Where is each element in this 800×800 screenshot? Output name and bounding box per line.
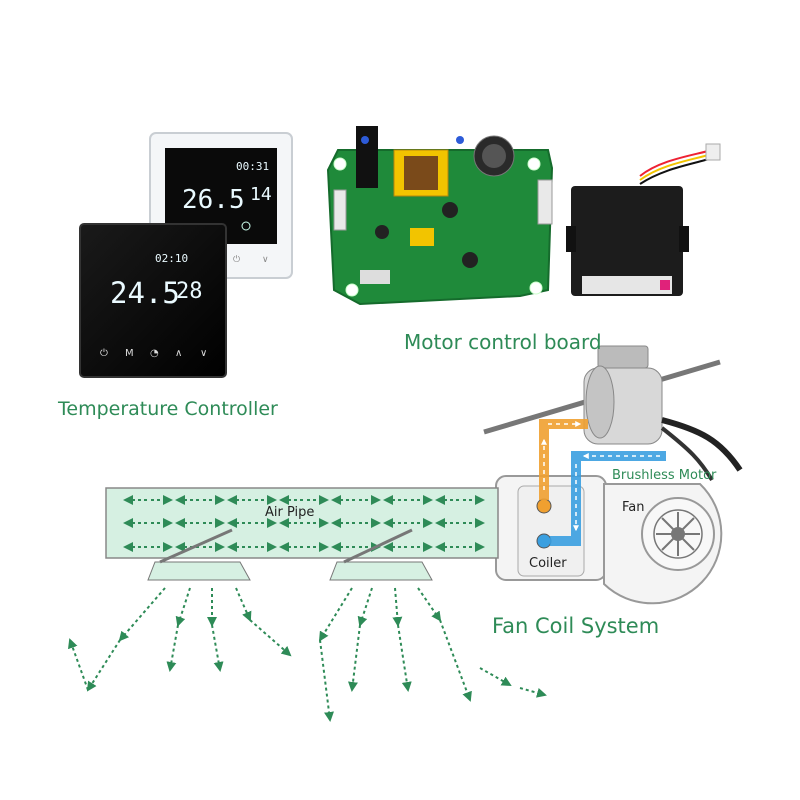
outlet-arrow — [357, 587, 373, 627]
motor-control-board-label: Motor control board — [404, 330, 602, 354]
outlet-arrow — [235, 587, 252, 622]
controller-box — [566, 143, 721, 296]
hot-water-pipe — [539, 419, 588, 500]
brushless-motor — [483, 345, 743, 482]
air-pipe-duct — [105, 487, 499, 581]
outlet-arrow — [348, 624, 361, 692]
duct-airflow-arrows — [123, 495, 485, 552]
brushless-motor-label: Brushless Motor — [612, 468, 717, 483]
air-pipe-label: Air Pipe — [265, 505, 315, 520]
power-icon: ⏻ — [100, 348, 108, 359]
outlet-arrow — [397, 624, 412, 692]
down-chevron-icon: ∨ — [200, 348, 207, 359]
outlet-arrow — [519, 687, 547, 698]
thermostat-black: 02:10 24.5 28 ⏻ M ◔ ∧ ∨ — [79, 223, 227, 378]
temperature-controller-label: Temperature Controller — [58, 398, 278, 420]
outlet-arrow — [318, 587, 353, 642]
cold-water-pipe — [550, 451, 666, 546]
outlet-arrow — [439, 619, 472, 702]
svg-text:⏻: ⏻ — [233, 254, 240, 265]
coiler-label: Coiler — [529, 556, 567, 571]
outlet-arrow — [479, 667, 512, 686]
outlet-arrow — [249, 619, 292, 657]
fan-coil-system-label: Fan Coil System — [492, 614, 660, 638]
outlet-arrow — [175, 587, 191, 627]
white-lcd-clock: 00:31 — [236, 160, 269, 173]
outlet-arrow — [166, 624, 179, 672]
fan-label: Fan — [622, 500, 645, 515]
white-lcd-setpoint: 14 — [250, 184, 272, 205]
fan-coil-unit — [495, 475, 723, 605]
outlet-arrow — [68, 638, 89, 691]
black-lcd-clock: 02:10 — [155, 252, 188, 265]
svg-text:∨: ∨ — [262, 255, 269, 265]
white-lcd-temp: 26.5 — [182, 185, 245, 215]
outlet-arrow — [417, 587, 442, 622]
outlet-arrow — [118, 587, 166, 642]
black-lcd-temp: 24.5 — [110, 276, 180, 310]
outlet-airflow-arrows — [68, 587, 547, 722]
outlet-arrow — [319, 639, 334, 722]
motor-control-board — [326, 126, 554, 306]
outlet-arrow — [211, 624, 224, 672]
black-lcd-setpoint: 28 — [176, 279, 203, 304]
up-chevron-icon: ∧ — [175, 348, 182, 359]
thermostat-button-row: ⏻ M ◔ ∧ ∨ — [100, 348, 207, 359]
clock-icon: ◔ — [150, 348, 159, 359]
moon-icon — [241, 221, 251, 231]
mode-button: M — [125, 348, 134, 359]
outlet-arrow — [392, 587, 403, 627]
outlet-arrow — [86, 639, 121, 692]
